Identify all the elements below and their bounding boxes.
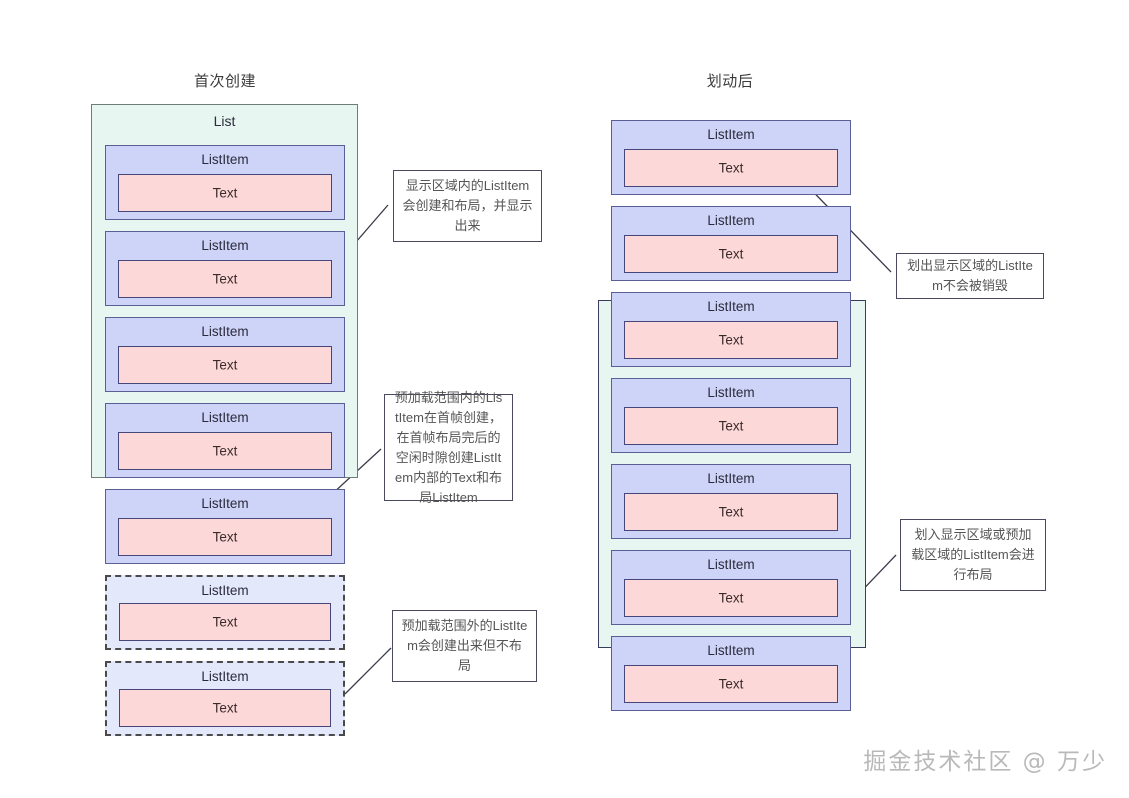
annotation-scroll-in: 划入显示区域或预加载区域的ListItem会进行布局 — [900, 519, 1046, 591]
text-node[interactable]: Text — [118, 260, 332, 298]
text-node-label: Text — [212, 700, 238, 716]
text-node[interactable]: Text — [119, 689, 331, 727]
list-item[interactable]: ListItem Text — [611, 206, 851, 281]
annotation-text: 预加载范围外的ListItem会创建出来但不布局 — [401, 618, 528, 673]
text-node-label: Text — [212, 529, 238, 545]
list-item[interactable]: ListItem Text — [105, 489, 345, 564]
list-item[interactable]: ListItem Text — [611, 378, 851, 453]
text-node[interactable]: Text — [624, 235, 838, 273]
list-item-unlaid[interactable]: ListItem Text — [105, 575, 345, 650]
text-node-label: Text — [718, 160, 744, 176]
annotation-preload-inside: 预加载范围内的ListItem在首帧创建，在首帧布局完后的空闲时隙创建ListI… — [384, 390, 513, 505]
list-item-label: ListItem — [201, 238, 249, 253]
text-node-label: Text — [718, 332, 744, 348]
text-node-label: Text — [718, 246, 744, 262]
text-node[interactable]: Text — [624, 407, 838, 445]
list-container-label: List — [213, 113, 236, 129]
text-node-label: Text — [718, 418, 744, 434]
text-node[interactable]: Text — [118, 432, 332, 470]
text-node[interactable]: Text — [624, 149, 838, 187]
text-node[interactable]: Text — [624, 321, 838, 359]
list-item[interactable]: ListItem Text — [611, 292, 851, 367]
text-node[interactable]: Text — [118, 518, 332, 556]
annotation-text: 预加载范围内的ListItem在首帧创建，在首帧布局完后的空闲时隙创建ListI… — [394, 389, 503, 505]
list-item-label: ListItem — [201, 410, 249, 425]
list-item-label: ListItem — [201, 583, 249, 598]
text-node-label: Text — [212, 357, 238, 373]
text-node-label: Text — [212, 443, 238, 459]
watermark: 掘金技术社区 @ 万少 — [863, 749, 1107, 775]
list-item-label: ListItem — [201, 669, 249, 684]
list-item-label: ListItem — [707, 385, 755, 400]
list-item-label: ListItem — [707, 299, 755, 314]
left-column-caption: 首次创建 — [193, 73, 256, 90]
list-item-label: ListItem — [707, 213, 755, 228]
text-node[interactable]: Text — [118, 174, 332, 212]
annotation-scroll-out: 划出显示区域的ListItem不会被销毁 — [896, 253, 1044, 299]
list-item[interactable]: ListItem Text — [105, 145, 345, 220]
list-item-label: ListItem — [707, 643, 755, 658]
list-item[interactable]: ListItem Text — [611, 464, 851, 539]
text-node-label: Text — [212, 271, 238, 287]
annotation-preload-outside: 预加载范围外的ListItem会创建出来但不布局 — [392, 610, 537, 682]
list-item[interactable]: ListItem Text — [611, 120, 851, 195]
list-item-label: ListItem — [201, 152, 249, 167]
annotation-text: 划出显示区域的ListItem不会被销毁 — [907, 258, 1033, 293]
text-node-label: Text — [718, 590, 744, 606]
list-item-label: ListItem — [201, 496, 249, 511]
list-item-unlaid[interactable]: ListItem Text — [105, 661, 345, 736]
list-item-label: ListItem — [707, 127, 755, 142]
list-item-label: ListItem — [707, 471, 755, 486]
annotation-text: 显示区域内的ListItem会创建和布局，并显示出来 — [402, 178, 533, 233]
text-node-label: Text — [718, 504, 744, 520]
text-node[interactable]: Text — [119, 603, 331, 641]
list-item[interactable]: ListItem Text — [611, 550, 851, 625]
text-node[interactable]: Text — [118, 346, 332, 384]
list-item[interactable]: ListItem Text — [611, 636, 851, 711]
list-item-label: ListItem — [707, 557, 755, 572]
list-item[interactable]: ListItem Text — [105, 403, 345, 478]
right-column-caption: 划动后 — [706, 73, 754, 90]
text-node-label: Text — [718, 676, 744, 692]
text-node[interactable]: Text — [624, 579, 838, 617]
text-node-label: Text — [212, 185, 238, 201]
annotation-text: 划入显示区域或预加载区域的ListItem会进行布局 — [911, 527, 1035, 582]
text-node[interactable]: Text — [624, 493, 838, 531]
list-item[interactable]: ListItem Text — [105, 317, 345, 392]
text-node[interactable]: Text — [624, 665, 838, 703]
list-item-label: ListItem — [201, 324, 249, 339]
list-item[interactable]: ListItem Text — [105, 231, 345, 306]
annotation-visible-area: 显示区域内的ListItem会创建和布局，并显示出来 — [393, 170, 542, 242]
text-node-label: Text — [212, 614, 238, 630]
